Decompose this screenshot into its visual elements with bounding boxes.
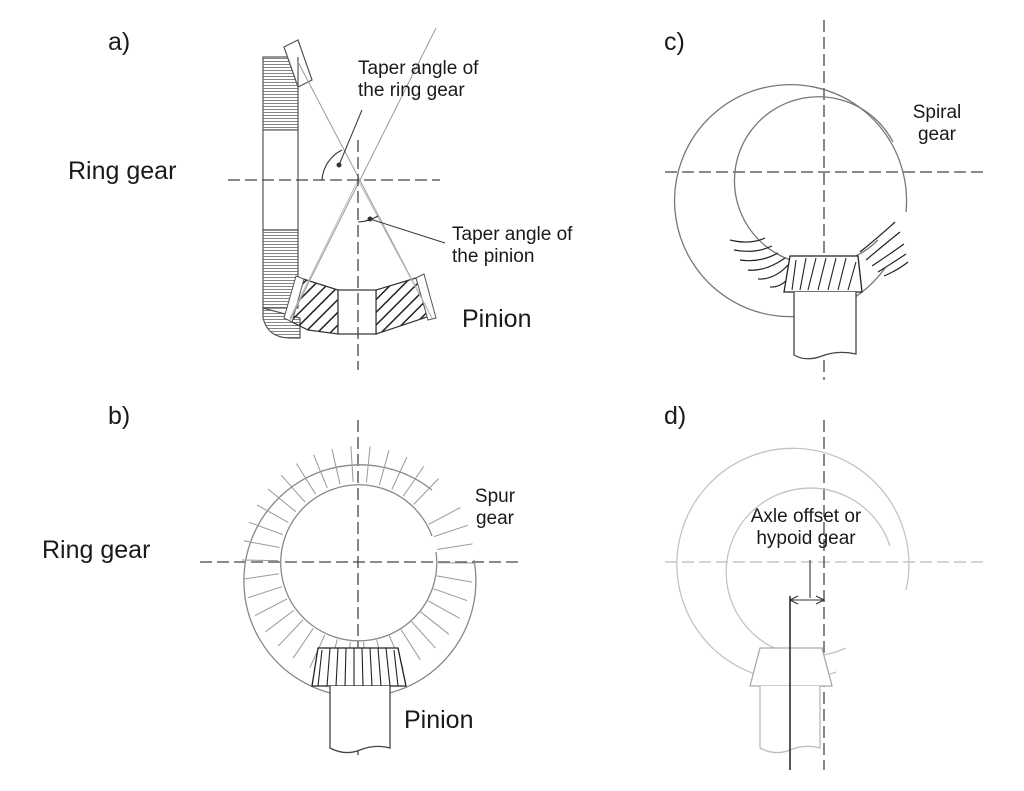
panel-b-letter: b) [108, 402, 131, 430]
panel-a-pinion-label: Pinion [462, 305, 532, 333]
hypoid-gear-label: Axle offset or hypoid gear [750, 506, 862, 549]
spur-tooth-line [413, 478, 439, 505]
taper-cone-lines [289, 27, 437, 321]
spur-tooth-line [296, 463, 317, 495]
spur-tooth-line [265, 609, 295, 633]
pinion-section [283, 273, 437, 335]
spur-tooth-line [256, 504, 289, 524]
panel-c-letter: c) [664, 28, 685, 56]
panel-a-axes [228, 140, 440, 370]
taper-angle-pinion-label: Taper angle of the pinion [452, 224, 573, 267]
panel-b-ring-gear-label: Ring gear [42, 536, 151, 564]
spur-tooth-line [243, 573, 279, 580]
panel-b-pinion-label: Pinion [404, 706, 474, 734]
spur-tooth-line [267, 488, 297, 513]
spur-tooth-line [378, 450, 390, 486]
spur-tooth-line [427, 600, 460, 619]
panel-d-hypoid-gear [665, 420, 985, 770]
spiral-teeth [729, 221, 909, 288]
spur-tooth-line [436, 575, 473, 583]
spur-tooth-line [420, 611, 450, 635]
spur-tooth-line [331, 448, 341, 485]
spur-tooth-line [402, 466, 425, 497]
panel-a-leaders [336, 109, 446, 244]
spur-tooth-line [391, 456, 408, 490]
spur-tooth-line [350, 446, 354, 483]
spur-tooth-line [254, 598, 288, 617]
spur-tooth-line [428, 507, 461, 525]
panel-a-ring-gear-label: Ring gear [68, 157, 177, 185]
spur-tooth-line [292, 628, 314, 659]
taper-angle-ring-gear-label: Taper angle of the ring gear [358, 58, 479, 101]
spur-tooth-line [433, 524, 469, 538]
spur-tooth-line [248, 521, 283, 536]
panel-a-letter: a) [108, 28, 131, 56]
spur-gear-label: Spur gear [474, 486, 516, 529]
spur-tooth-line [436, 543, 473, 550]
spur-tooth-line [313, 454, 328, 489]
spiral-gear-label: Spiral gear [912, 102, 962, 145]
spur-tooth-line [400, 629, 421, 661]
spur-tooth-line [280, 474, 306, 503]
panel-a-bevel-gear-section [228, 27, 446, 370]
spur-tooth-line [411, 621, 436, 649]
spur-tooth-line [433, 588, 468, 602]
spur-tooth-line [241, 559, 279, 562]
offset-dimension-arrow [788, 560, 826, 605]
panel-b-spur-gear [200, 420, 520, 760]
spur-teeth [241, 446, 475, 678]
panel-c-spiral-gear [665, 20, 985, 380]
spur-tooth-line [243, 540, 280, 548]
panel-d-letter: d) [664, 402, 687, 430]
spur-tooth-line [247, 586, 283, 599]
spur-tooth-line [365, 446, 371, 483]
spur-tooth-line [277, 619, 304, 647]
